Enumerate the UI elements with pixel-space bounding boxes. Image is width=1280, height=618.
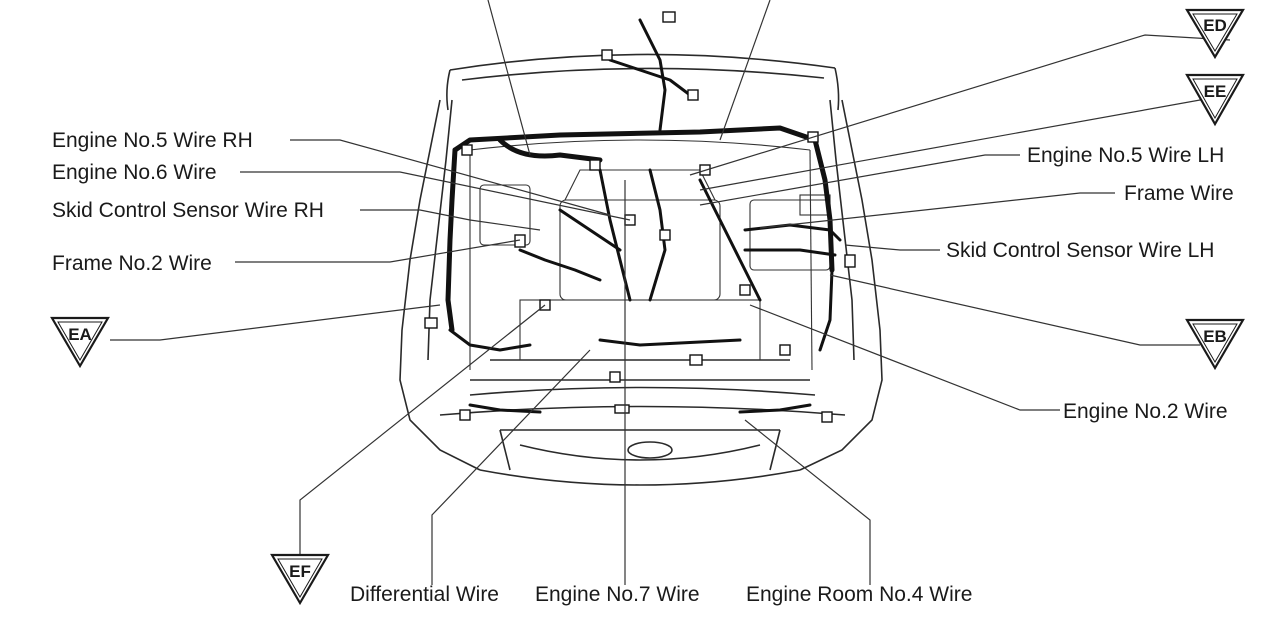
leader-lines <box>110 0 1231 585</box>
label-engine-no7-wire: Engine No.7 Wire <box>535 583 700 606</box>
label-frame-no2-wire: Frame No.2 Wire <box>52 252 212 275</box>
label-skid-control-sensor-wire-rh: Skid Control Sensor Wire RH <box>52 199 324 222</box>
label-engine-no2-wire: Engine No.2 Wire <box>1063 400 1228 423</box>
ground-point-ef: EF <box>270 553 330 606</box>
ground-label-ef: EF <box>289 562 311 581</box>
ground-point-ea: EA <box>50 316 110 369</box>
vehicle-body-outline <box>399 53 883 486</box>
ground-label-ee: EE <box>1204 82 1227 101</box>
label-frame-wire: Frame Wire <box>1124 182 1234 205</box>
label-engine-room-no4-wire: Engine Room No.4 Wire <box>746 583 973 606</box>
label-differential-wire: Differential Wire <box>350 583 499 606</box>
label-skid-control-sensor-wire-lh: Skid Control Sensor Wire LH <box>946 239 1215 262</box>
ground-point-ed: ED <box>1185 8 1245 60</box>
label-engine-no5-wire-rh: Engine No.5 Wire RH <box>52 129 253 152</box>
ground-label-ea: EA <box>68 325 92 344</box>
ground-point-eb: EB <box>1185 318 1245 371</box>
ground-point-ee: EE <box>1185 73 1245 127</box>
label-engine-no5-wire-lh: Engine No.5 Wire LH <box>1027 144 1225 167</box>
ground-label-ed: ED <box>1203 16 1227 35</box>
label-engine-no6-wire: Engine No.6 Wire <box>52 161 217 184</box>
ground-label-eb: EB <box>1203 327 1227 346</box>
wire-harness-group <box>424 11 856 423</box>
